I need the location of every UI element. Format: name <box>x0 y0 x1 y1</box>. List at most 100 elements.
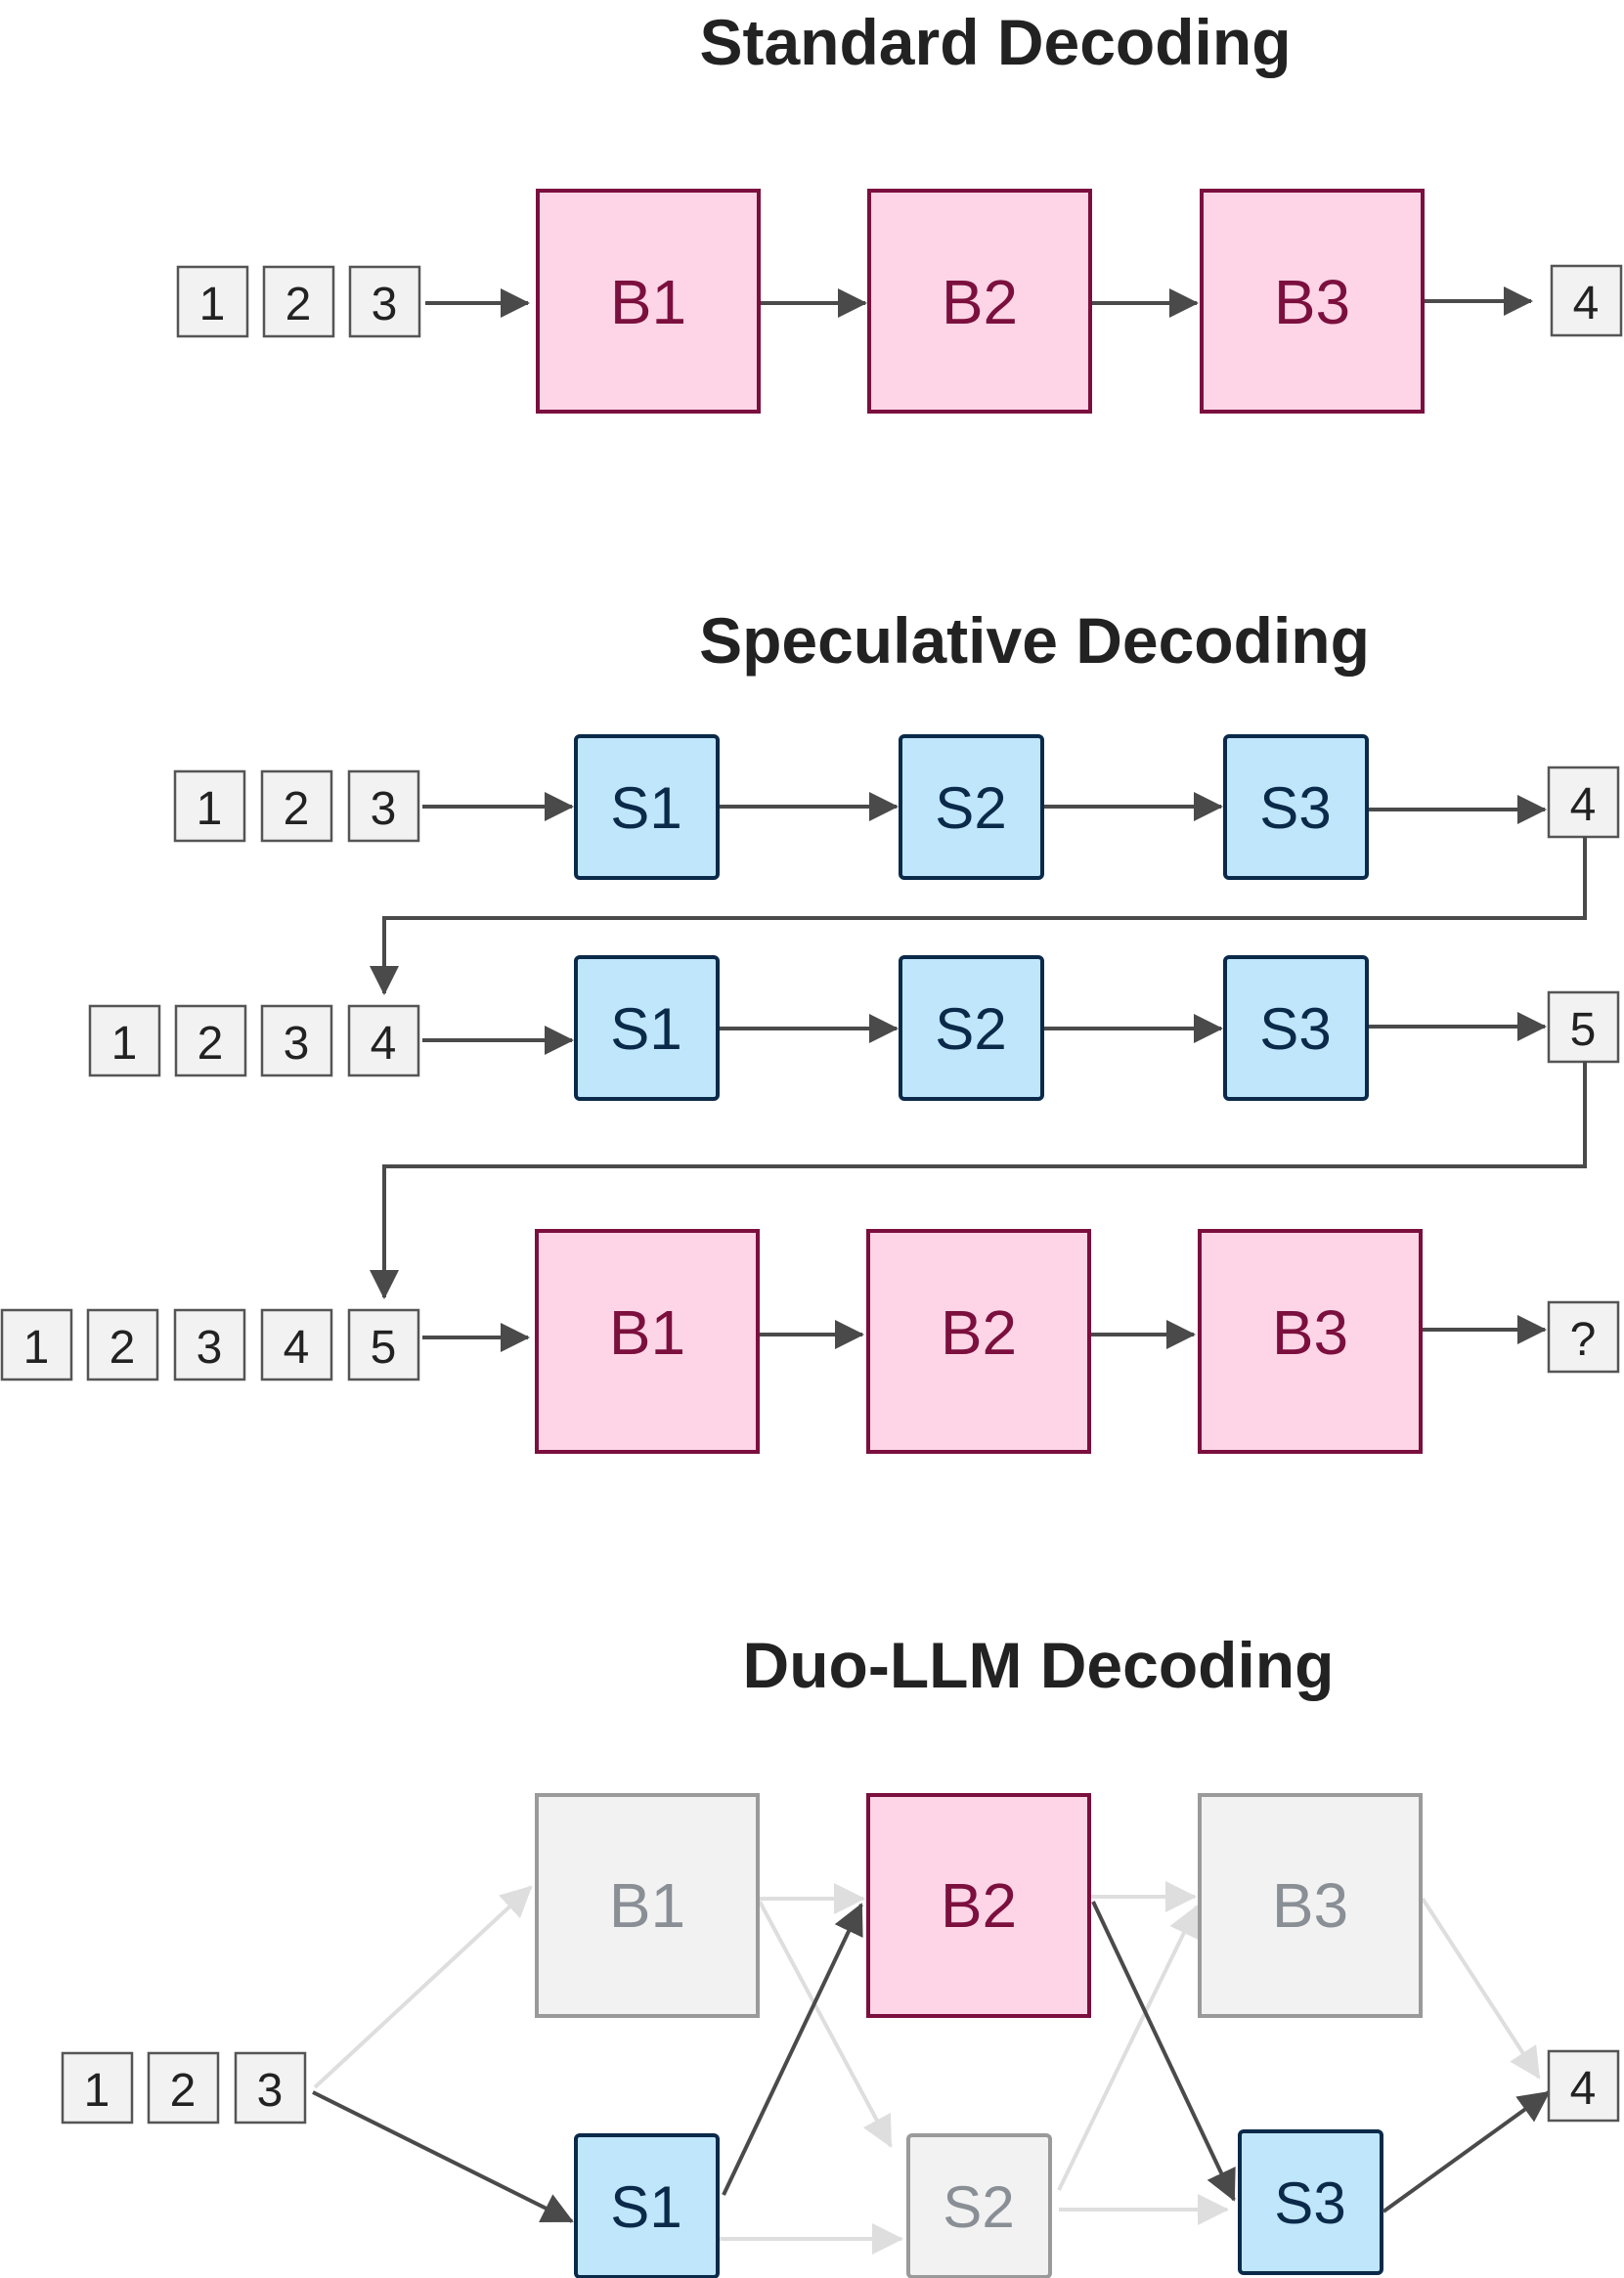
active-path <box>312 1901 1551 2223</box>
svg-text:5: 5 <box>1570 1004 1597 1056</box>
svg-text:4: 4 <box>371 1018 397 1070</box>
speculative-decoding-title: Speculative Decoding <box>699 604 1370 677</box>
token: 5 <box>347 1308 420 1381</box>
standard-decoding-section: Standard Decoding 1 2 3 B1 B2 <box>176 6 1623 414</box>
svg-text:S3: S3 <box>1259 996 1331 1062</box>
svg-text:3: 3 <box>197 1322 223 1374</box>
speculative-row-2: 1 2 3 4 S1 S2 <box>88 955 1620 1101</box>
token: 1 <box>0 1308 73 1381</box>
small-block-s1: S1 <box>574 955 720 1101</box>
svg-text:S2: S2 <box>935 996 1006 1062</box>
token: 3 <box>173 1308 246 1381</box>
big-block-b3: B3 <box>1200 189 1425 414</box>
svg-text:3: 3 <box>257 2065 284 2117</box>
small-block-s2: S2 <box>899 734 1044 880</box>
big-block-b3-inactive: B3 <box>1198 1793 1423 2018</box>
token: 2 <box>260 769 333 843</box>
svg-text:B3: B3 <box>1272 1297 1348 1368</box>
svg-text:S1: S1 <box>610 775 681 841</box>
svg-text:?: ? <box>1570 1314 1597 1366</box>
svg-text:2: 2 <box>284 783 310 835</box>
svg-text:B2: B2 <box>941 1297 1017 1368</box>
svg-text:S1: S1 <box>610 996 681 1062</box>
big-block-b2: B2 <box>867 189 1092 414</box>
svg-text:B2: B2 <box>941 1870 1017 1941</box>
token: 2 <box>86 1308 159 1381</box>
token: 2 <box>262 265 335 338</box>
svg-text:1: 1 <box>199 279 226 330</box>
big-block-b1-inactive: B1 <box>535 1793 760 2018</box>
svg-text:2: 2 <box>110 1322 136 1374</box>
token: 1 <box>88 1004 161 1077</box>
token: 1 <box>176 265 249 338</box>
duo-input-tokens: 1 2 3 <box>61 2051 307 2125</box>
token: 3 <box>234 2051 307 2125</box>
token: 2 <box>174 1004 247 1077</box>
svg-text:3: 3 <box>284 1018 310 1070</box>
token: 3 <box>348 265 421 338</box>
small-block-s3-active: S3 <box>1238 2129 1383 2275</box>
output-token: ? <box>1547 1300 1620 1374</box>
big-block-b2: B2 <box>866 1229 1091 1454</box>
big-block-b2-active: B2 <box>866 1793 1091 2018</box>
inactive-arrow <box>1421 1897 1541 2080</box>
svg-text:B3: B3 <box>1274 267 1350 337</box>
svg-text:B2: B2 <box>942 267 1018 337</box>
svg-text:2: 2 <box>198 1018 224 1070</box>
token: 4 <box>260 1308 333 1381</box>
active-arrow <box>1382 2090 1551 2213</box>
svg-text:1: 1 <box>84 2065 110 2117</box>
inactive-arrow <box>313 1885 533 2089</box>
token: 2 <box>147 2051 220 2125</box>
token: 3 <box>260 1004 333 1077</box>
small-block-s1-active: S1 <box>574 2133 720 2278</box>
small-block-s2: S2 <box>899 955 1044 1101</box>
svg-text:B1: B1 <box>609 1870 685 1941</box>
duo-llm-decoding-section: Duo-LLM Decoding 1 2 3 <box>61 1629 1620 2278</box>
svg-text:2: 2 <box>285 279 312 330</box>
standard-input-tokens: 1 2 3 <box>176 265 421 338</box>
big-block-b3: B3 <box>1198 1229 1423 1454</box>
standard-decoding-title: Standard Decoding <box>699 6 1291 78</box>
svg-text:B3: B3 <box>1272 1870 1348 1941</box>
svg-text:4: 4 <box>1570 2063 1597 2115</box>
svg-text:S2: S2 <box>935 775 1006 841</box>
svg-text:4: 4 <box>1570 779 1597 831</box>
token: 3 <box>347 769 420 843</box>
speculative-decoding-section: Speculative Decoding 1 2 3 S1 <box>0 604 1620 1454</box>
small-block-s3: S3 <box>1223 734 1369 880</box>
svg-text:1: 1 <box>23 1322 50 1374</box>
feedback-arrow <box>370 1062 1587 1299</box>
output-token: 4 <box>1547 766 1620 839</box>
svg-text:S3: S3 <box>1259 775 1331 841</box>
svg-text:S1: S1 <box>610 2174 681 2240</box>
active-arrow <box>312 2090 574 2223</box>
svg-text:1: 1 <box>111 1018 138 1070</box>
small-block-s3: S3 <box>1223 955 1369 1101</box>
svg-text:4: 4 <box>284 1322 310 1374</box>
token: 1 <box>173 769 246 843</box>
svg-text:5: 5 <box>371 1322 397 1374</box>
active-arrow <box>722 1903 863 2196</box>
small-block-s2-inactive: S2 <box>906 2133 1052 2278</box>
svg-text:1: 1 <box>197 783 223 835</box>
inactive-arrow <box>758 1901 893 2148</box>
duo-llm-decoding-title: Duo-LLM Decoding <box>743 1629 1335 1701</box>
output-token: 4 <box>1550 264 1623 337</box>
svg-text:S2: S2 <box>943 2174 1014 2240</box>
svg-text:B1: B1 <box>609 1297 685 1368</box>
small-block-s1: S1 <box>574 734 720 880</box>
big-block-b1: B1 <box>535 1229 760 1454</box>
output-token: 5 <box>1547 990 1620 1064</box>
output-token: 4 <box>1547 2049 1620 2123</box>
speculative-row-1: 1 2 3 S1 S2 S3 <box>173 734 1620 880</box>
inactive-paths <box>313 1881 1541 2255</box>
inactive-arrow <box>1057 1905 1199 2191</box>
svg-text:S3: S3 <box>1274 2170 1345 2236</box>
svg-text:3: 3 <box>372 279 398 330</box>
svg-text:B1: B1 <box>610 267 686 337</box>
token: 1 <box>61 2051 134 2125</box>
feedback-arrow <box>370 837 1587 995</box>
svg-text:3: 3 <box>371 783 397 835</box>
token: 4 <box>347 1004 420 1077</box>
